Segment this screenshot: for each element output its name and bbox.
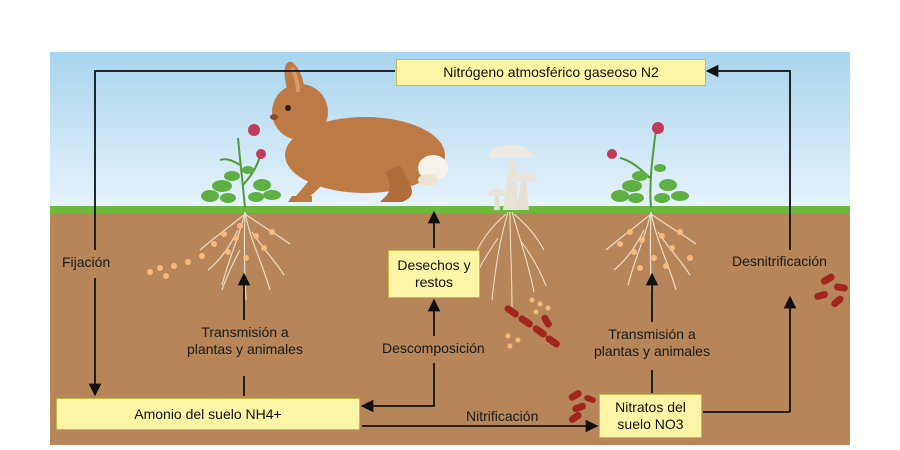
grass-line — [50, 206, 850, 213]
left-transmission-line1: Transmisión a — [170, 324, 320, 341]
ammonium-box: Amonio del suelo NH4+ — [56, 398, 360, 430]
right-transmission-line1: Transmisión a — [577, 326, 727, 343]
right-transmission-line2: plantas y animales — [577, 343, 727, 360]
ammonium-label: Amonio del suelo NH4+ — [134, 406, 281, 422]
waste-box: Desechos y restos — [388, 250, 480, 298]
denitrification-label: Desnitrificación — [732, 253, 827, 270]
waste-line1: Desechos y — [389, 257, 479, 274]
fixation-label: Fijación — [62, 254, 110, 271]
decomposition-label: Descomposición — [382, 340, 485, 357]
left-transmission-line2: plantas y animales — [170, 341, 320, 358]
atmospheric-nitrogen-label: Nitrógeno atmosférico gaseoso N2 — [443, 64, 659, 80]
right-transmission-label: Transmisión a plantas y animales — [577, 326, 727, 360]
nitrates-line2: suelo NO3 — [600, 416, 701, 433]
atmospheric-nitrogen-box: Nitrógeno atmosférico gaseoso N2 — [396, 59, 706, 86]
left-transmission-label: Transmisión a plantas y animales — [170, 324, 320, 358]
waste-line2: restos — [389, 274, 479, 291]
nitrification-label: Nitrificación — [466, 408, 538, 425]
nitrates-line1: Nitratos del — [600, 399, 701, 416]
nitrates-box: Nitratos del suelo NO3 — [599, 394, 702, 438]
